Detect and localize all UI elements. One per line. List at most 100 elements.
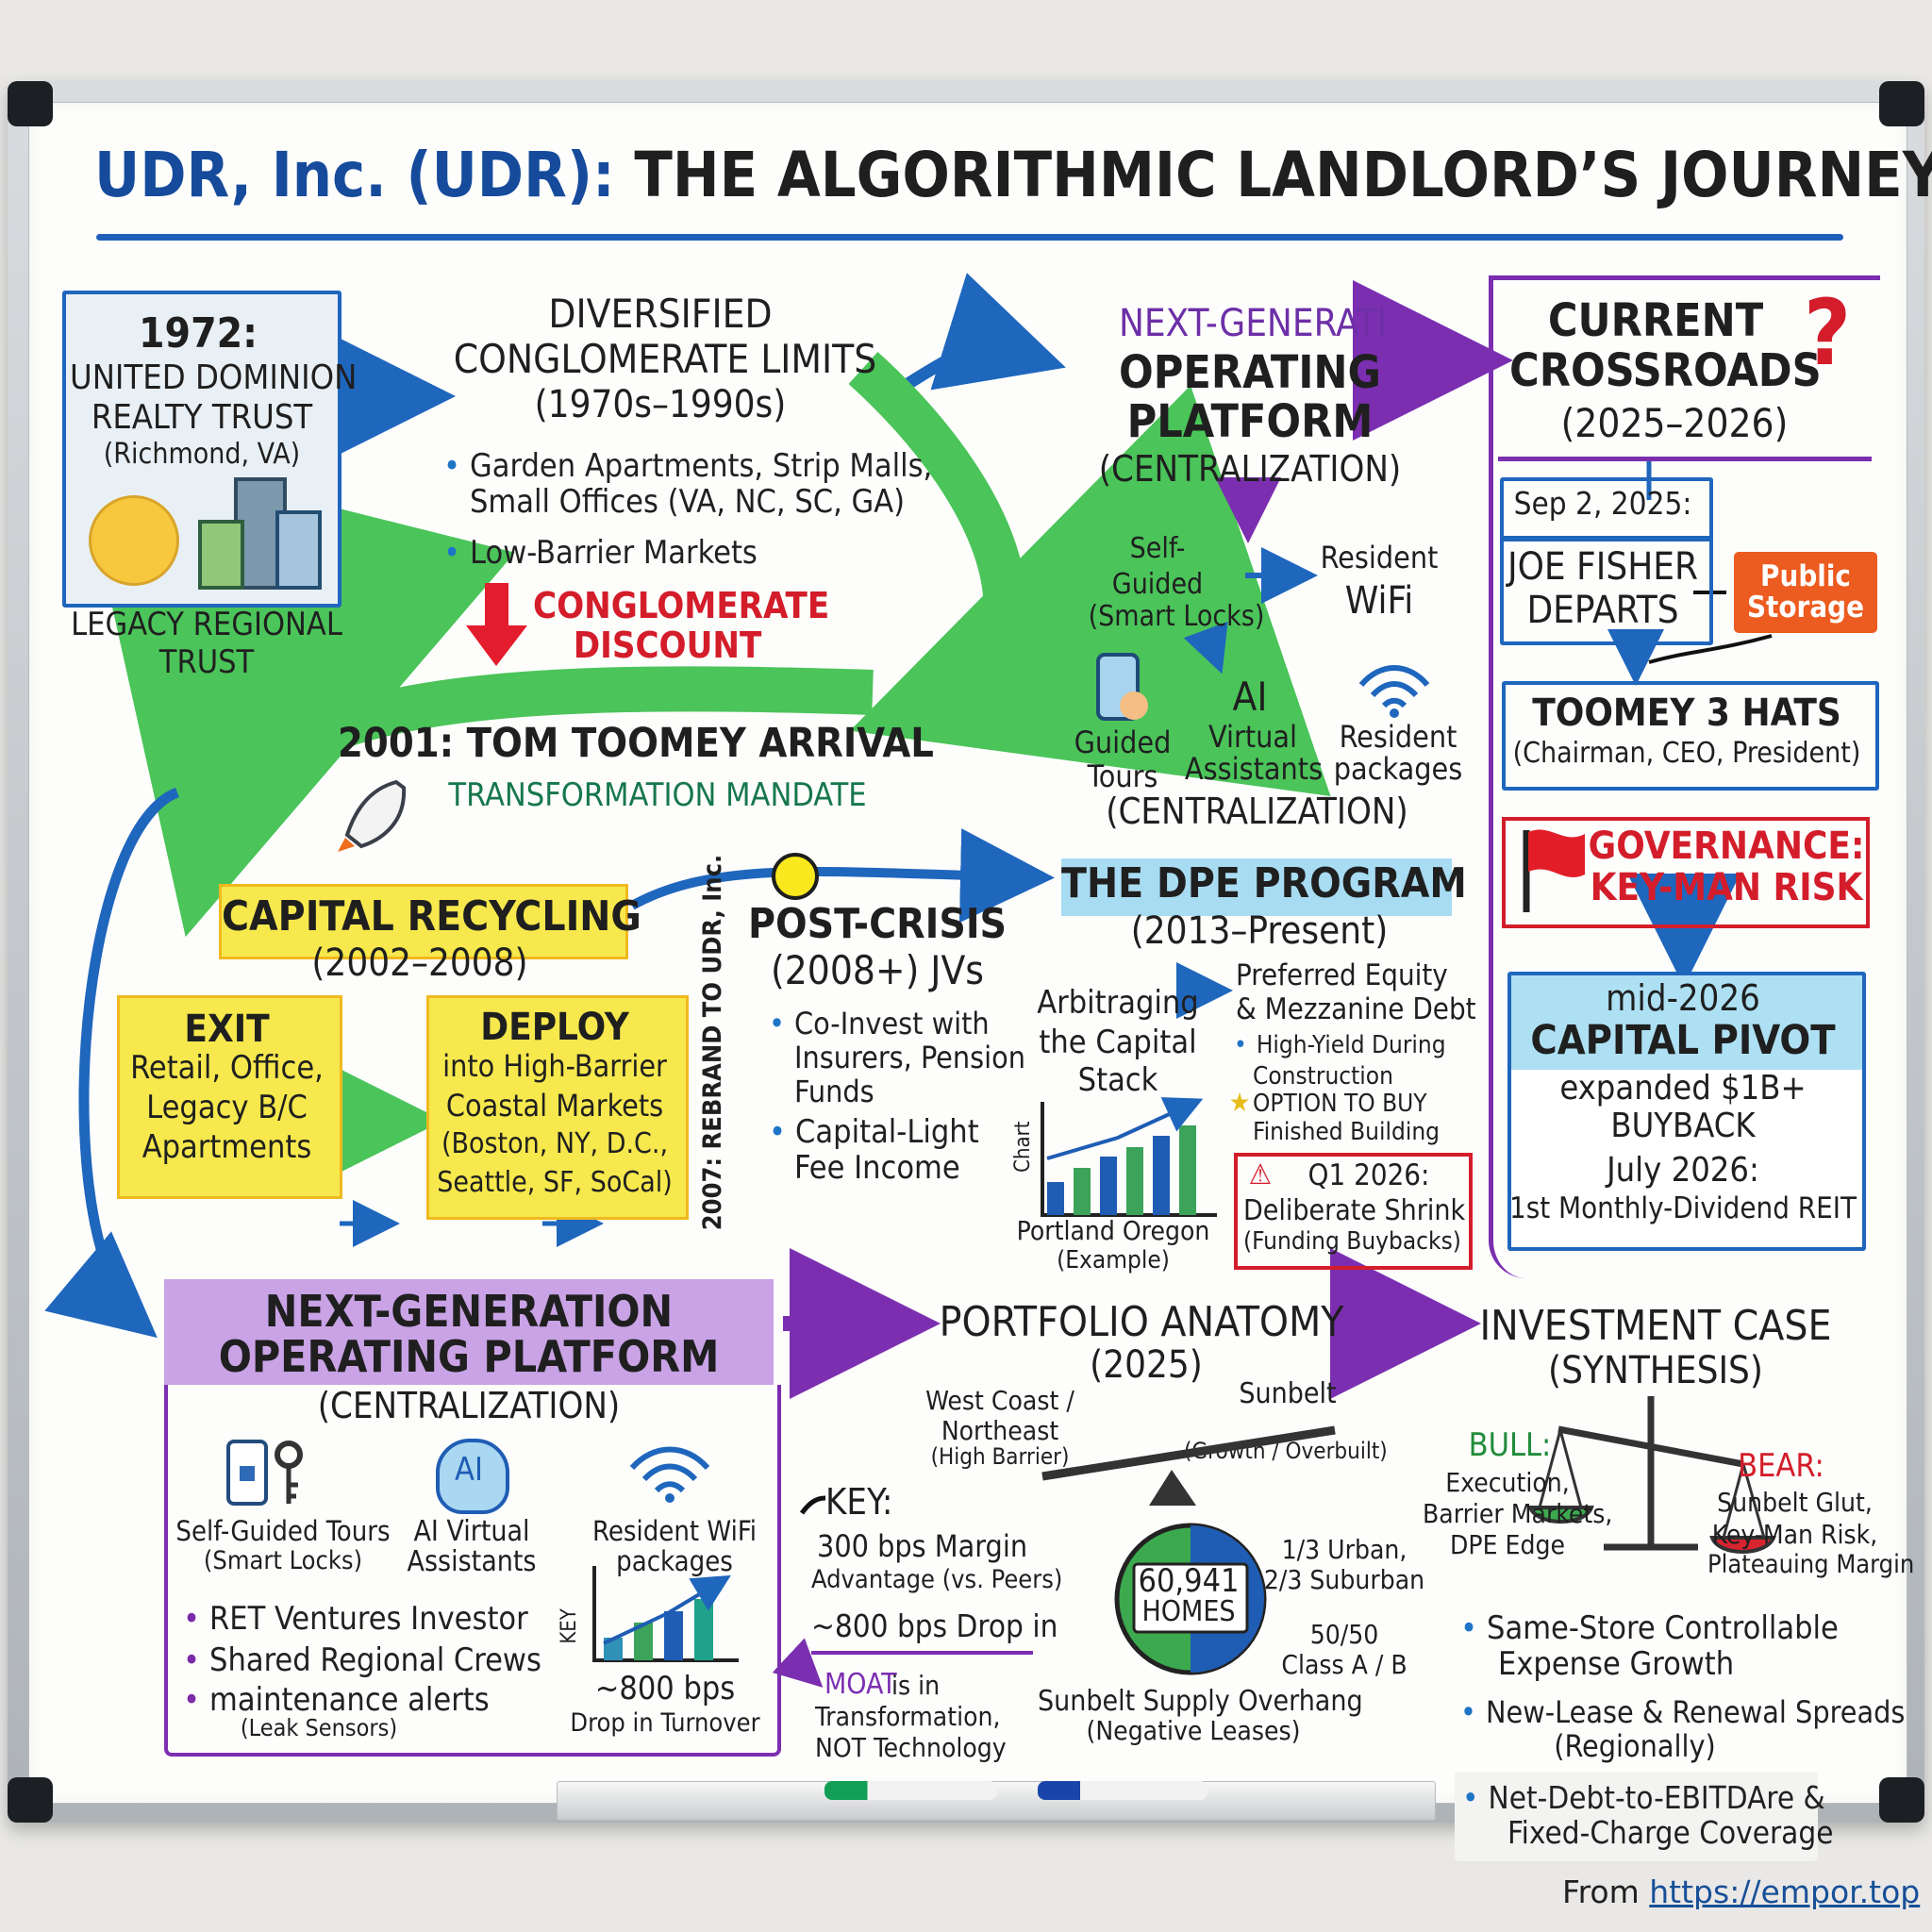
- q1-title: Q1 2026:: [1307, 1158, 1430, 1192]
- west-coast-line2: Northeast: [941, 1415, 1059, 1446]
- origin-year: 1972:: [138, 309, 258, 358]
- key-title: KEY:: [825, 1481, 893, 1523]
- capital-pivot-card: [1507, 972, 1866, 1251]
- investment-item-1: Same-Store Controllable: [1460, 1609, 1839, 1647]
- upper-platform-title-line1: NEXT-GENERATI: [1118, 302, 1388, 345]
- dpe-yield-line2: Construction: [1253, 1062, 1393, 1091]
- dpe-equity-line2: & Mezzanine Debt: [1236, 992, 1476, 1026]
- pivot-date: mid-2026: [1606, 977, 1760, 1019]
- seesaw-icon: [1041, 1425, 1336, 1506]
- portland-chart: [1041, 1097, 1217, 1217]
- green-marker: [824, 1781, 997, 1800]
- self-guided-line2: Guided: [1111, 568, 1204, 601]
- self-guided-line3: (Smart Locks): [1088, 600, 1265, 633]
- key-margin-line2: Advantage (vs. Peers): [811, 1565, 1063, 1594]
- portfolio-year: (2025): [1090, 1343, 1203, 1387]
- bull-line1: Execution,: [1445, 1467, 1570, 1498]
- guided-tours-line2: Tours: [1087, 758, 1158, 794]
- origin-caption-line2: TRUST: [158, 643, 255, 681]
- exit-title: EXIT: [184, 1008, 270, 1051]
- diversified-period: (1970s–1990s): [534, 383, 787, 426]
- packages-line2: packages: [1333, 751, 1463, 787]
- post-crisis-title-line1: POST-CRISIS: [747, 900, 1008, 948]
- rebrand-label: 2007: REBRAND TO UDR, Inc.: [698, 854, 727, 1231]
- buyback-line1: expanded $1B+: [1559, 1069, 1807, 1108]
- capital-recycling-label: CAPITAL RECYCLING: [219, 884, 641, 959]
- ai-head-icon: [436, 1439, 509, 1514]
- joe-fisher-card: [1500, 536, 1713, 645]
- capital-pivot: CAPITAL PIVOT: [1530, 1017, 1836, 1064]
- portfolio-title: PORTFOLIO ANATOMY: [939, 1298, 1344, 1346]
- investment-title-line2: (SYNTHESIS): [1548, 1349, 1763, 1392]
- warning-icon: ⚠: [1248, 1158, 1273, 1191]
- lower-platform-card: [164, 1385, 781, 1757]
- post-crisis-bullet-1-line2: Insurers, Pension: [794, 1040, 1025, 1075]
- lower-wifi-line1: Resident WiFi: [592, 1515, 757, 1547]
- homes-label: HOMES: [1141, 1595, 1236, 1628]
- investment-item-1-line2: Expense Growth: [1498, 1645, 1735, 1683]
- investment-item-2: New-Lease & Renewal Spreads: [1460, 1694, 1905, 1730]
- dpe-arb-line3: Stack: [1077, 1061, 1158, 1099]
- post-crisis-bullet-2-line2: Fee Income: [794, 1149, 960, 1187]
- dpe-arb-line2: the Capital: [1039, 1024, 1197, 1061]
- leak-sensors-note: (Leak Sensors): [240, 1714, 398, 1741]
- dpe-yield-bullet: High-Yield During: [1234, 1031, 1446, 1059]
- blue-marker: [1038, 1781, 1208, 1800]
- diversified-bullet-2: Low-Barrier Markets: [443, 534, 758, 572]
- origin-name-line1: UNITED DOMINION: [70, 358, 358, 397]
- frame-corner-bottom-right: [1879, 1777, 1924, 1823]
- ai-icon-label: AI: [455, 1451, 483, 1489]
- exit-line2: Legacy B/C: [146, 1089, 308, 1126]
- lower-platform-title-line1: NEXT-GENERATION: [264, 1286, 674, 1337]
- crossroads-period: (2025–2026): [1560, 400, 1789, 446]
- resident-wifi-line1: Resident: [1320, 540, 1439, 575]
- discount-line2: DISCOUNT: [573, 625, 762, 666]
- sep-2025-card: [1500, 477, 1713, 541]
- crossroads-title-line2: CROSSROADS: [1509, 344, 1822, 397]
- lower-platform-subtitle: (CENTRALIZATION): [317, 1385, 621, 1426]
- upper-platform-title-line2: OPERATING: [1119, 346, 1381, 399]
- sunbelt-label: Sunbelt: [1239, 1377, 1337, 1410]
- title-underline: [96, 234, 1843, 241]
- deploy-line4: Seattle, SF, SoCal): [437, 1166, 673, 1199]
- phone-touch-icon: [1096, 653, 1148, 721]
- urban-line1: 1/3 Urban,: [1281, 1534, 1407, 1565]
- dpe-title: THE DPE PROGRAM: [1061, 858, 1467, 916]
- upper-platform-footer: (CENTRALIZATION): [1106, 791, 1408, 832]
- frame-corner-top-left: [8, 81, 53, 126]
- bull-label: BULL:: [1468, 1426, 1552, 1464]
- lower-wifi-line2: packages: [616, 1545, 733, 1577]
- q1-line2: (Funding Buybacks): [1243, 1227, 1461, 1256]
- assistants-label: Assistants: [1184, 751, 1324, 787]
- ret-ventures-bullet: RET Ventures Investor: [183, 1600, 528, 1638]
- july-2026: July 2026:: [1607, 1151, 1759, 1190]
- fisher-line1: JOE FISHER: [1507, 545, 1699, 589]
- dpe-equity-line1: Preferred Equity: [1236, 958, 1448, 992]
- bull-line2: Barrier Markets,: [1423, 1498, 1613, 1529]
- bear-label: BEAR:: [1738, 1447, 1824, 1485]
- deploy-line2: Coastal Markets: [445, 1088, 664, 1124]
- wifi-icon: [1358, 665, 1430, 718]
- tours-line2: (Smart Locks): [203, 1546, 363, 1575]
- exit-card: [117, 995, 342, 1199]
- public-storage-line1: Public: [1760, 559, 1851, 593]
- west-coast-line1: West Coast /: [925, 1385, 1074, 1416]
- diversified-bullet-1-line2: Small Offices (VA, NC, SC, GA): [470, 483, 906, 521]
- toomey-hats-title: TOOMEY 3 HATS: [1532, 691, 1841, 735]
- toomey-arrival: 2001: TOM TOOMEY ARRIVAL: [338, 720, 934, 767]
- toomey-hats-card: [1502, 681, 1879, 791]
- moat-is-in: is in: [891, 1670, 941, 1701]
- exit-line1: Retail, Office,: [130, 1049, 324, 1087]
- investment-item-3: Net-Debt-to-EBITDAre &: [1462, 1779, 1825, 1816]
- bull-line3: DPE Edge: [1450, 1529, 1565, 1560]
- source-link[interactable]: https://empor.top: [1649, 1874, 1921, 1910]
- title-company: UDR, Inc. (UDR):: [94, 139, 615, 211]
- sad-face-icon: [89, 495, 179, 586]
- transformation-mandate: TRANSFORMATION MANDATE: [448, 776, 867, 814]
- self-guided-line1: Self-: [1129, 532, 1186, 565]
- deploy-title: DEPLOY: [480, 1006, 629, 1049]
- deploy-line3: (Boston, NY, D.C.,: [441, 1127, 669, 1160]
- post-crisis-title-line2: (2008+) JVs: [771, 947, 984, 993]
- frame-corner-top-right: [1879, 81, 1924, 126]
- source-attribution: From https://empor.top: [1562, 1874, 1921, 1910]
